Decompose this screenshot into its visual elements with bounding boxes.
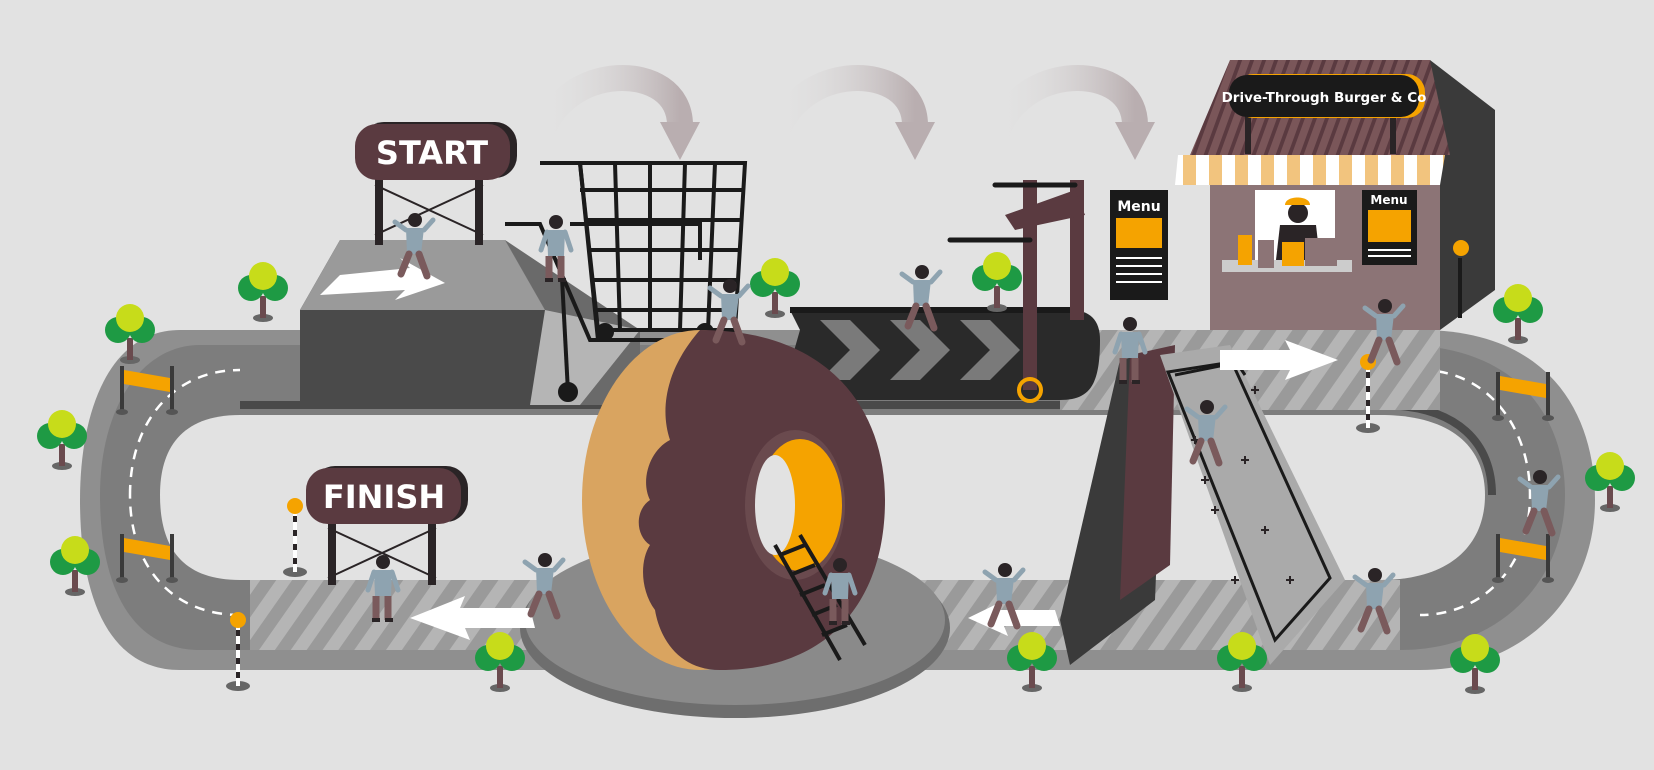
menu-board-label: Menu <box>1117 199 1160 215</box>
finish-sign: FINISH <box>306 466 468 585</box>
start-sign: START <box>355 122 517 245</box>
menu-board-2-label: Menu <box>1370 193 1407 207</box>
drive-through-shop: Menu Drive-Through Burger & Co <box>1175 60 1495 330</box>
shop-name-sign: Drive-Through Burger & Co <box>1222 90 1427 106</box>
direction-arrows <box>410 340 1338 640</box>
treadmill <box>780 180 1100 403</box>
start-platform <box>300 240 640 405</box>
start-sign-label: START <box>376 134 488 172</box>
menu-board: Menu <box>1110 190 1168 300</box>
finish-sign-label: FINISH <box>323 478 445 516</box>
